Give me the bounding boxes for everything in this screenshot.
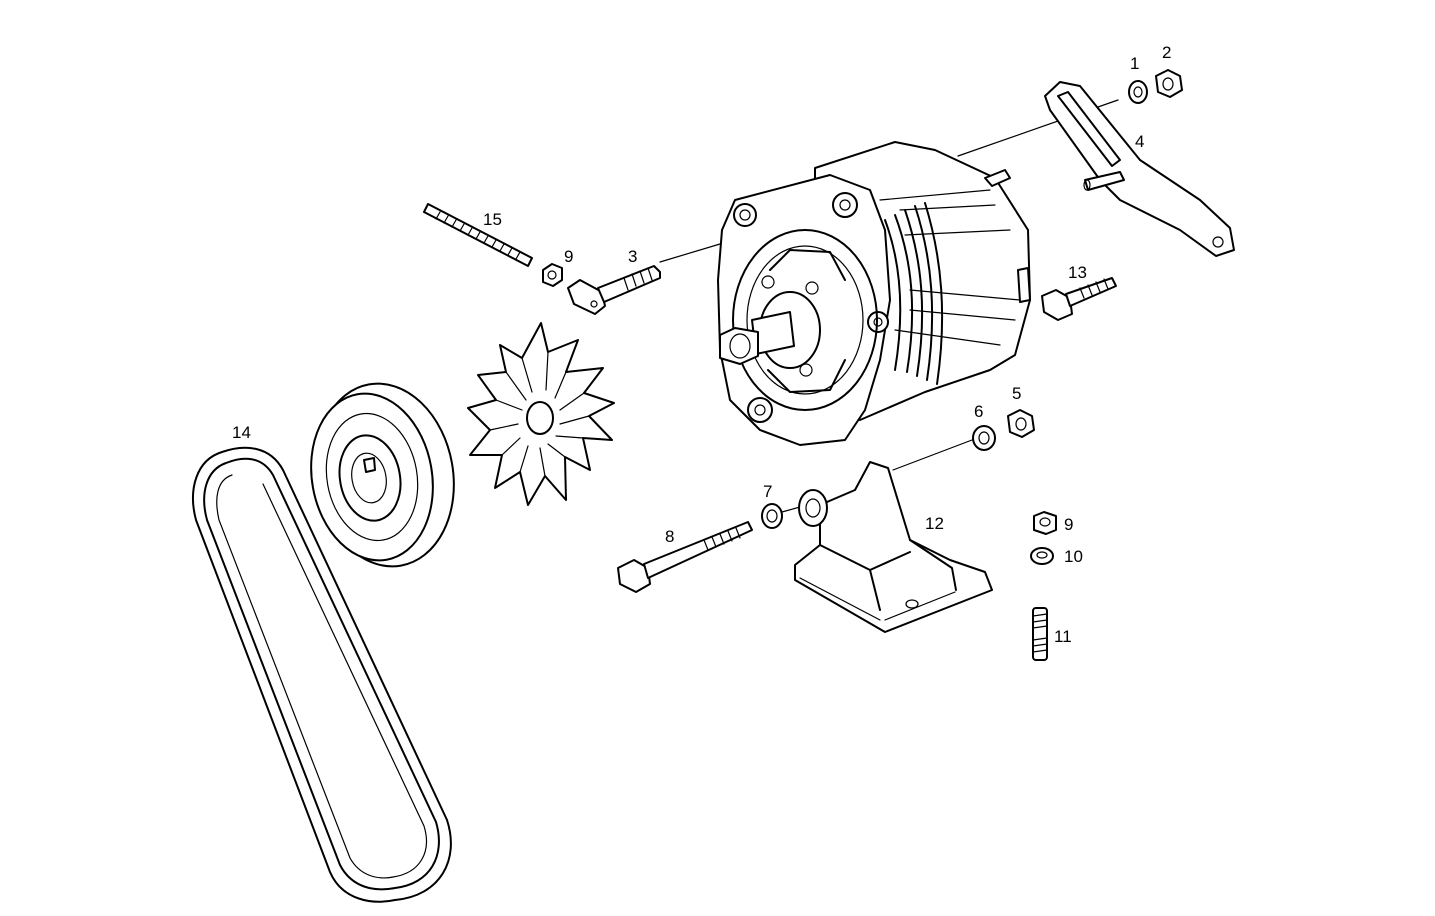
washer-upper (1128, 80, 1148, 104)
washer-7 (761, 503, 783, 529)
callout-labels: 1 2 3 4 5 6 7 8 9 9 10 11 12 13 14 15 (232, 43, 1171, 646)
alternator (717, 141, 1031, 446)
hex-bolt-13 (1041, 277, 1117, 321)
callout-5: 5 (1012, 384, 1021, 403)
callout-2: 2 (1162, 43, 1171, 62)
washer-right (1030, 547, 1054, 565)
callout-3: 3 (628, 247, 637, 266)
callout-10: 10 (1064, 547, 1083, 566)
adjusting-bracket (1044, 81, 1235, 257)
washer-6 (972, 425, 996, 451)
callout-15: 15 (483, 210, 502, 229)
stud-short (1032, 607, 1048, 661)
callout-1: 1 (1130, 54, 1139, 73)
callout-12: 12 (925, 514, 944, 533)
callout-13: 13 (1068, 263, 1087, 282)
callout-9-right: 9 (1064, 515, 1073, 534)
special-bolt (567, 265, 661, 315)
callout-6: 6 (974, 402, 983, 421)
callout-4: 4 (1135, 132, 1144, 151)
pulley (310, 382, 455, 568)
callout-11: 11 (1054, 627, 1072, 646)
nut-5 (1007, 409, 1035, 438)
support-bracket (794, 461, 993, 633)
long-bolt (617, 521, 753, 593)
nut-small (542, 263, 563, 287)
nut-upper (1155, 69, 1183, 98)
v-belt (192, 446, 452, 903)
callout-14: 14 (232, 423, 251, 442)
callout-7: 7 (763, 482, 772, 501)
nut-right (1033, 511, 1057, 535)
cooling-fan (467, 322, 615, 506)
callout-8: 8 (665, 527, 674, 546)
callout-9-left: 9 (564, 247, 573, 266)
long-stud (423, 203, 533, 267)
